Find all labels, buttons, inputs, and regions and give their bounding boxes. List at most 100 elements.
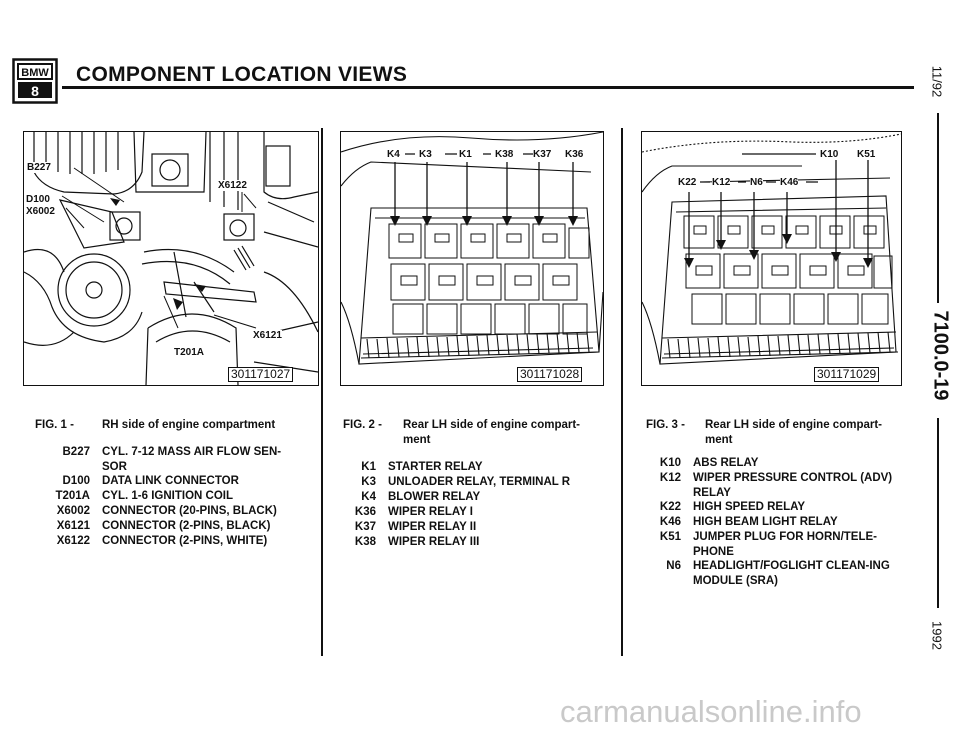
legend-code: K51 — [659, 531, 681, 543]
margin-year: 1992 — [929, 621, 945, 650]
legend-desc: WIPER RELAY III — [388, 536, 480, 548]
legend-code: K1 — [361, 461, 376, 473]
legend-code: K12 — [659, 472, 681, 484]
fig3-legend-row: N6 HEADLIGHT/FOGLIGHT CLEAN-ING MODULE (… — [640, 559, 893, 589]
legend-desc: WIPER RELAY II — [388, 521, 477, 533]
figure-2-illustration: K4 K3 K1 K38 K37 K36 301171028 — [340, 131, 604, 386]
fig2-caption-title: Rear LH side of engine compart-ment — [403, 419, 581, 446]
margin-date: 11/92 — [929, 65, 945, 98]
legend-desc: HIGH BEAM LIGHT RELAY — [693, 516, 838, 528]
fig3-label-k46: K46 — [780, 177, 799, 188]
fig1-label-x6002: X6002 — [26, 206, 55, 217]
legend-desc: STARTER RELAY — [388, 461, 483, 473]
figure-3-illustration: K10 K51 K22 K12 N6 K46 301171029 — [641, 131, 902, 386]
legend-desc: CONNECTOR (2-PINS, WHITE) — [102, 535, 268, 547]
page-title: COMPONENT LOCATION VIEWS — [76, 63, 408, 86]
fig1-legend-row: T201A CYL. 1-6 IGNITION COIL — [24, 489, 302, 504]
margin-rule-top — [937, 113, 939, 303]
legend-code: K10 — [659, 457, 681, 469]
fig2-legend-row: K37 WIPER RELAY II — [336, 520, 618, 535]
fig3-legend-row: K46 HIGH BEAM LIGHT RELAY — [640, 515, 893, 530]
legend-code: X6002 — [56, 505, 90, 517]
legend-desc: UNLOADER RELAY, TERMINAL R — [388, 476, 571, 488]
fig2-legend-row: K1 STARTER RELAY — [336, 460, 618, 475]
fig1-legend-row: D100 DATA LINK CONNECTOR — [24, 474, 302, 489]
legend-code: T201A — [55, 490, 90, 502]
fig3-legend-row: K12 WIPER PRESSURE CONTROL (ADV) RELAY — [640, 471, 893, 501]
fig1-caption-title: RH side of engine compartment — [102, 419, 276, 431]
fig2-label-k1: K1 — [459, 149, 472, 160]
fig2-label-k36: K36 — [565, 149, 584, 160]
column-divider-1 — [321, 128, 323, 656]
fig3-part-number: 301171029 — [814, 367, 880, 382]
fig1-part-number: 301171027 — [228, 367, 294, 382]
fig3-caption-number: FIG. 3 - — [646, 419, 685, 431]
legend-code: K37 — [354, 521, 376, 533]
watermark-text: carmanualsonline.info — [560, 694, 862, 729]
legend-code: K38 — [354, 536, 376, 548]
fig1-label-d100: D100 — [26, 194, 50, 205]
legend-code: X6122 — [56, 535, 90, 547]
fig2-legend-row: K38 WIPER RELAY III — [336, 535, 618, 550]
fig1-legend-row: X6122 CONNECTOR (2-PINS, WHITE) — [24, 534, 312, 549]
page-number: 7100.0-19 — [929, 310, 952, 401]
bmw-logo-icon: BMW 8 — [12, 58, 58, 104]
header-rule — [62, 86, 914, 89]
fig3-label-k51: K51 — [857, 149, 876, 160]
legend-code: X6121 — [56, 520, 90, 532]
legend-desc: CONNECTOR (20-PINS, BLACK) — [102, 505, 277, 517]
fig2-legend-row: K36 WIPER RELAY I — [336, 505, 618, 520]
fig3-legend-row: K51 JUMPER PLUG FOR HORN/TELE-PHONE — [640, 530, 893, 560]
fig1-label-x6122: X6122 — [218, 180, 247, 191]
margin-rule-bottom — [937, 418, 939, 608]
legend-code: K4 — [361, 491, 376, 503]
fig2-caption-number: FIG. 2 - — [343, 419, 382, 431]
legend-code: K3 — [361, 476, 376, 488]
legend-desc: BLOWER RELAY — [388, 491, 481, 503]
fig3-caption-title: Rear LH side of engine compart-ment — [705, 419, 883, 446]
fig2-label-k4: K4 — [387, 149, 400, 160]
fig3-legend-row: K10 ABS RELAY — [640, 456, 893, 471]
fig3-label-n6: N6 — [750, 177, 763, 188]
fig3-label-k10: K10 — [820, 149, 839, 160]
fig2-label-k37: K37 — [533, 149, 552, 160]
legend-desc: CYL. 1-6 IGNITION COIL — [102, 490, 233, 502]
bmw-logo-text: BMW — [21, 67, 49, 79]
legend-code: K36 — [354, 506, 376, 518]
fig1-legend-row: B227 CYL. 7-12 MASS AIR FLOW SEN-SOR — [24, 445, 302, 475]
fig1-legend-row: X6002 CONNECTOR (20-PINS, BLACK) — [24, 504, 312, 519]
fig3-label-k22: K22 — [678, 177, 697, 188]
relay-box-drawing-k — [341, 132, 603, 365]
fig1-label-b227: B227 — [27, 162, 51, 173]
legend-desc: HIGH SPEED RELAY — [693, 501, 806, 513]
fig2-label-k38: K38 — [495, 149, 514, 160]
legend-desc: CONNECTOR (2-PINS, BLACK) — [102, 520, 271, 532]
fig2-label-k3: K3 — [419, 149, 432, 160]
legend-desc: WIPER RELAY I — [388, 506, 473, 518]
fig2-legend-row: K3 UNLOADER RELAY, TERMINAL R — [336, 475, 618, 490]
figure-1-illustration: B227 D100 X6002 X6122 X6121 T201A 301171… — [23, 131, 319, 386]
fig1-label-x6121: X6121 — [253, 330, 282, 341]
fig2-legend-row: K4 BLOWER RELAY — [336, 490, 618, 505]
fig3-legend-row: K22 HIGH SPEED RELAY — [640, 500, 893, 515]
fig3-label-k12: K12 — [712, 177, 731, 188]
fig1-legend-row: X6121 CONNECTOR (2-PINS, BLACK) — [24, 519, 312, 534]
fig2-part-number: 301171028 — [517, 367, 583, 382]
engine-compartment-drawing — [24, 132, 318, 385]
fig1-caption-number: FIG. 1 - — [35, 419, 74, 431]
legend-desc: ABS RELAY — [693, 457, 759, 469]
legend-desc: JUMPER PLUG FOR HORN/TELE-PHONE — [693, 531, 878, 558]
legend-desc: WIPER PRESSURE CONTROL (ADV) RELAY — [693, 472, 893, 499]
fig1-label-t201a: T201A — [174, 347, 205, 358]
legend-code: D100 — [62, 475, 91, 487]
legend-desc: HEADLIGHT/FOGLIGHT CLEAN-ING MODULE (SRA… — [693, 560, 890, 587]
column-divider-2 — [621, 128, 623, 656]
legend-desc: DATA LINK CONNECTOR — [102, 475, 239, 487]
legend-code: B227 — [62, 446, 91, 458]
bmw-logo-series: 8 — [31, 83, 39, 99]
relay-box-drawing-k10 — [642, 133, 901, 365]
legend-code: N6 — [666, 560, 681, 572]
legend-code: K22 — [659, 501, 681, 513]
legend-desc: CYL. 7-12 MASS AIR FLOW SEN-SOR — [102, 446, 282, 473]
legend-code: K46 — [659, 516, 681, 528]
